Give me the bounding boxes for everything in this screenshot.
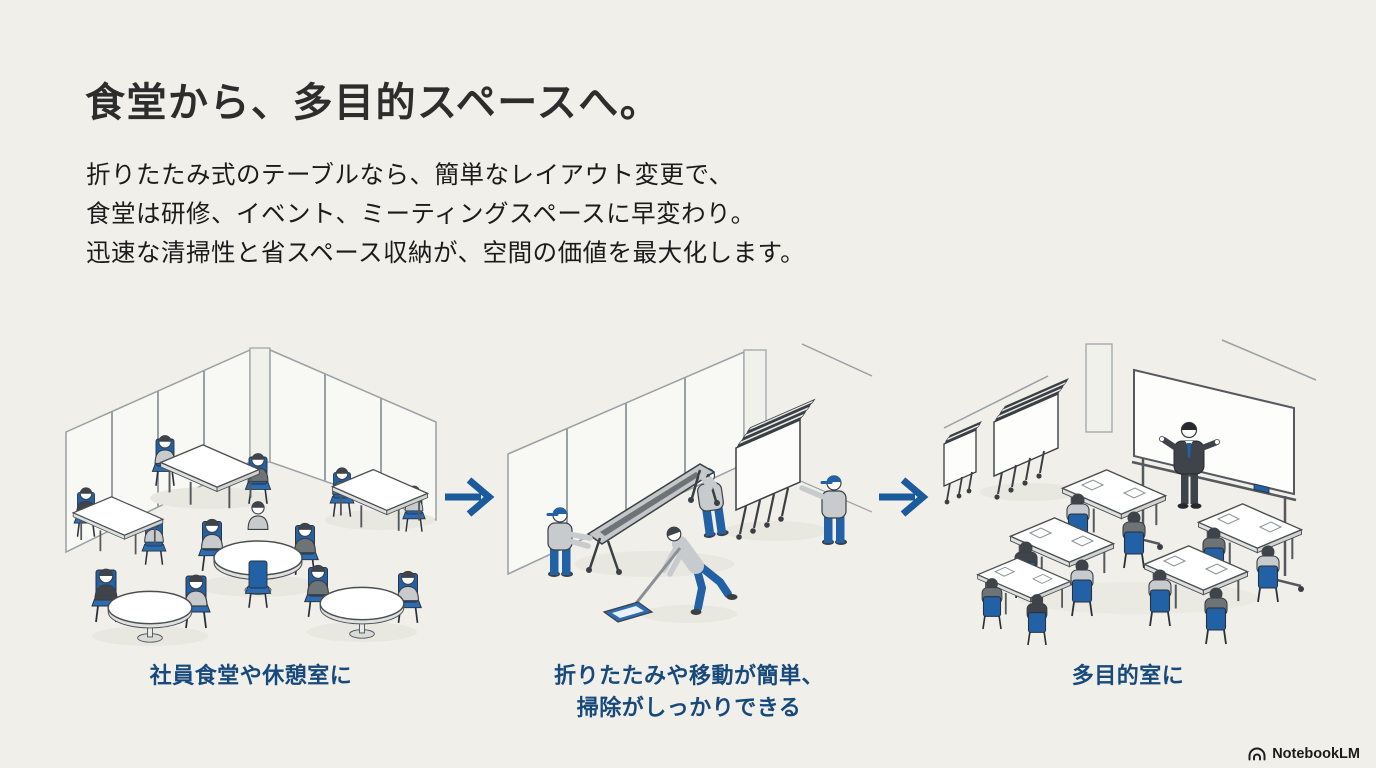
multipurpose-room-illustration — [943, 339, 1317, 646]
notebooklm-watermark: NotebookLM — [1247, 746, 1360, 762]
step-fold-and-clean: 折りたたみや移動が簡単、 掃除がしっかりできる — [504, 336, 874, 724]
step-caption-fold-and-clean: 折りたたみや移動が簡単、 掃除がしっかりできる — [553, 663, 824, 720]
notebooklm-icon — [1247, 746, 1267, 762]
notebooklm-brand: NotebookLM — [1272, 746, 1360, 762]
step-cafeteria: 社員食堂や休憩室に — [62, 336, 440, 692]
cafeteria-illustration — [65, 347, 437, 646]
arrow-right-icon — [874, 474, 938, 525]
page-title: 食堂から、多目的スペースへ。 — [85, 81, 662, 125]
step-caption-cafeteria: 社員食堂や休憩室に — [149, 663, 353, 688]
step-caption-multipurpose: 多目的室に — [1071, 663, 1185, 688]
folding-and-cleaning-illustration — [507, 343, 873, 623]
step-multipurpose: 多目的室に — [938, 336, 1318, 692]
arrow-right-icon — [440, 474, 504, 525]
process-flow: 社員食堂や休憩室に — [62, 336, 1318, 724]
slide-description: 折りたたみ式のテーブルなら、簡単なレイアウト変更で、 食堂は研修、イベント、ミー… — [86, 162, 806, 267]
